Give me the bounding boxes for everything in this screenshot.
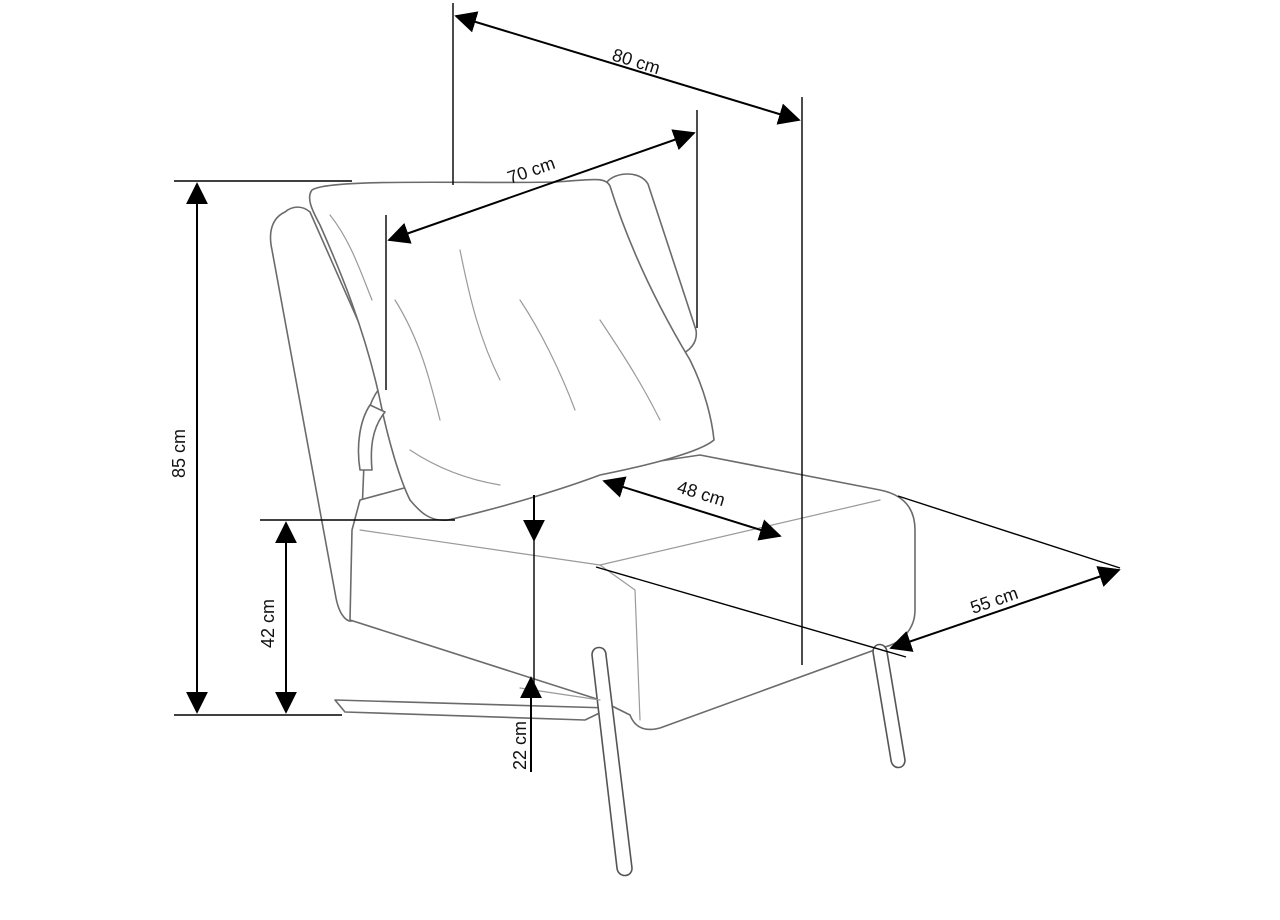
dim-line-total-width xyxy=(454,11,801,125)
chair-base-plate xyxy=(334,699,611,721)
cushion-wrinkles xyxy=(329,214,661,486)
dim-line-backrest-width xyxy=(387,129,696,244)
chair-leg-right xyxy=(872,643,906,769)
label-leg-height: 22 cm xyxy=(510,721,530,770)
label-seat-height: 42 cm xyxy=(258,599,278,648)
ext-line-depth-bottom xyxy=(595,566,907,658)
ext-line-depth-top xyxy=(897,495,1121,569)
seat-front-seam xyxy=(359,529,641,721)
cushion-strap xyxy=(357,404,386,471)
armchair-illustration xyxy=(269,173,916,877)
chair-leg-front xyxy=(591,646,633,877)
dim-line-depth xyxy=(889,566,1121,652)
dim-line-seat-depth xyxy=(602,476,782,541)
label-total-height: 85 cm xyxy=(169,429,189,478)
label-total-width: 80 cm xyxy=(610,45,663,78)
